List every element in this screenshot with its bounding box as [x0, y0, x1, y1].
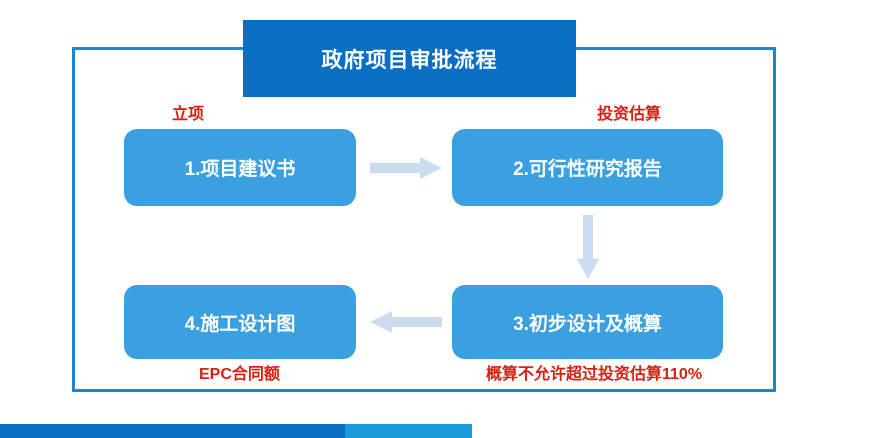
arrow-left-icon: [370, 311, 442, 333]
footer-bar-right: [345, 424, 472, 438]
arrow-down-icon: [577, 215, 599, 279]
page-title: 政府项目审批流程: [321, 48, 498, 72]
process-node-2[interactable]: 2.可行性研究报告: [452, 129, 723, 206]
footer-bar-left: [0, 424, 345, 438]
label-budget-limit: 概算不允许超过投资估算110%: [486, 366, 703, 383]
process-node-1[interactable]: 1.项目建议书: [124, 129, 356, 206]
label-touzi: 投资估算: [597, 106, 662, 123]
process-node-3[interactable]: 3.初步设计及概算: [452, 285, 723, 359]
label-lixiang: 立项: [172, 106, 205, 123]
title-banner: 政府项目审批流程: [243, 20, 576, 97]
label-epc-contract: EPC合同额: [199, 366, 280, 383]
process-node-4[interactable]: 4.施工设计图: [124, 285, 356, 359]
arrow-right-icon: [370, 157, 442, 179]
